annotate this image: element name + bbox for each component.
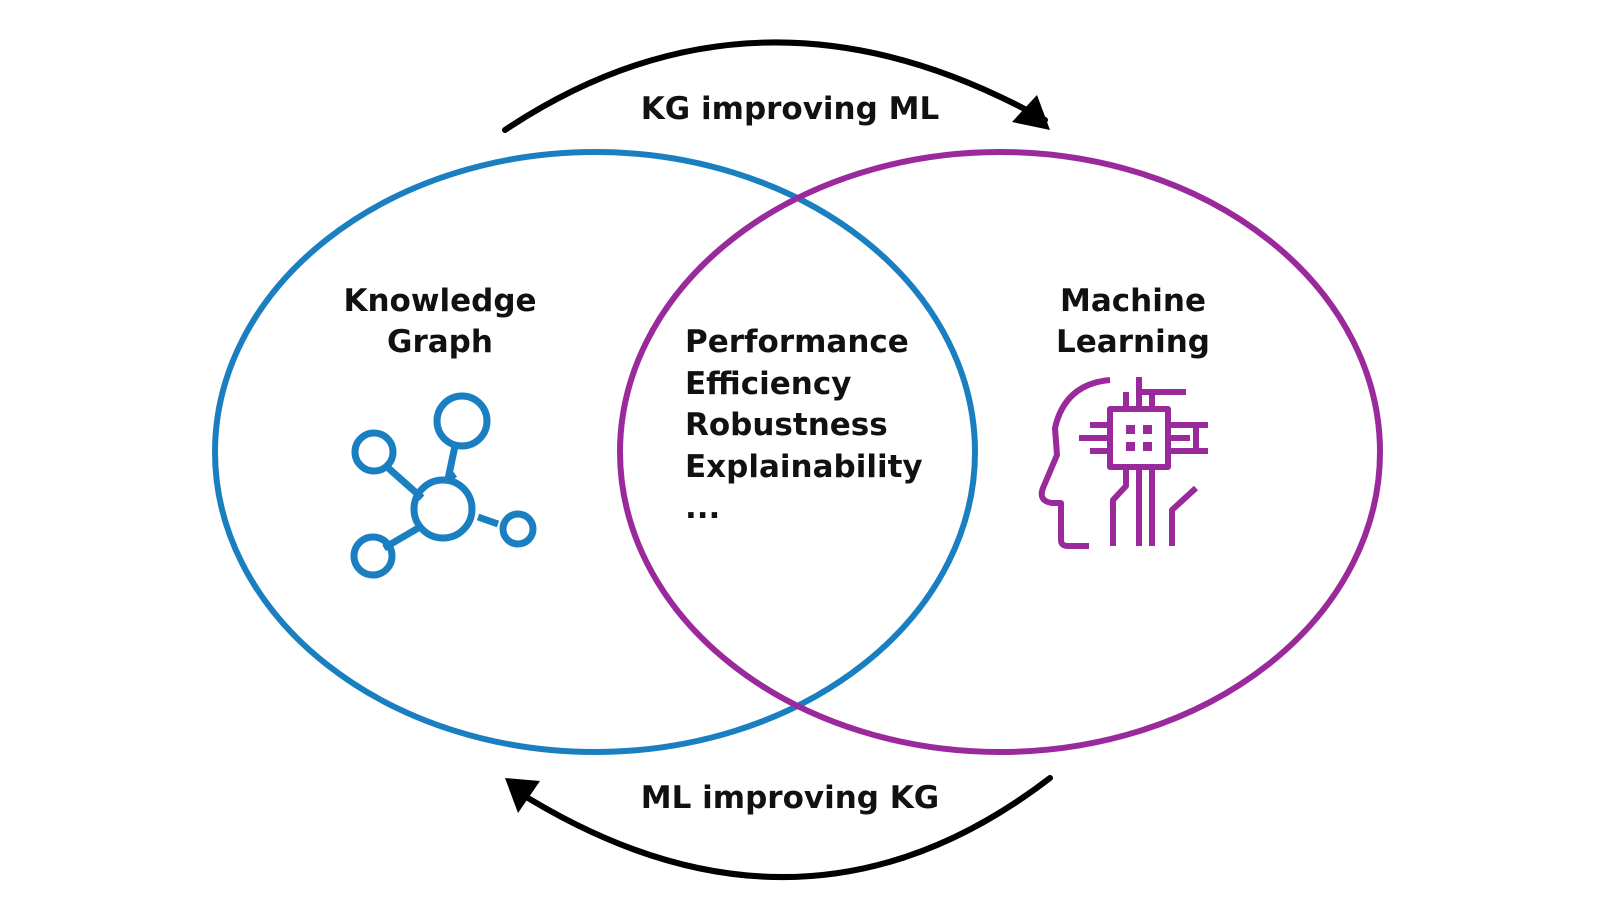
knowledge-graph-title-line1: Knowledge <box>343 283 537 319</box>
knowledge-graph-title: Knowledge Graph <box>300 281 580 363</box>
bottom-arrow <box>512 775 1053 881</box>
benefit-item: Performance <box>685 324 909 360</box>
benefit-item: ... <box>685 490 721 526</box>
network-graph-icon <box>350 392 537 579</box>
ai-head-chip-icon <box>1038 377 1208 549</box>
machine-learning-title: Machine Learning <box>993 281 1273 363</box>
bottom-arrow-head <box>505 778 540 813</box>
knowledge-graph-title-line2: Graph <box>387 324 493 360</box>
machine-learning-title-line1: Machine <box>1060 283 1206 319</box>
overlap-benefits-list: Performance Efficiency Robustness Explai… <box>685 322 923 530</box>
machine-learning-circle <box>617 149 1383 755</box>
bottom-arrow-label: ML improving KG <box>640 780 940 816</box>
top-arrow-head <box>1012 95 1050 130</box>
benefit-item: Robustness <box>685 407 888 443</box>
machine-learning-title-line2: Learning <box>1056 324 1210 360</box>
top-arrow-label: KG improving ML <box>640 91 940 127</box>
benefit-item: Explainability <box>685 448 923 485</box>
knowledge-graph-circle <box>212 149 978 755</box>
top-arrow <box>502 39 1048 133</box>
benefit-item: Efficiency <box>685 365 852 402</box>
